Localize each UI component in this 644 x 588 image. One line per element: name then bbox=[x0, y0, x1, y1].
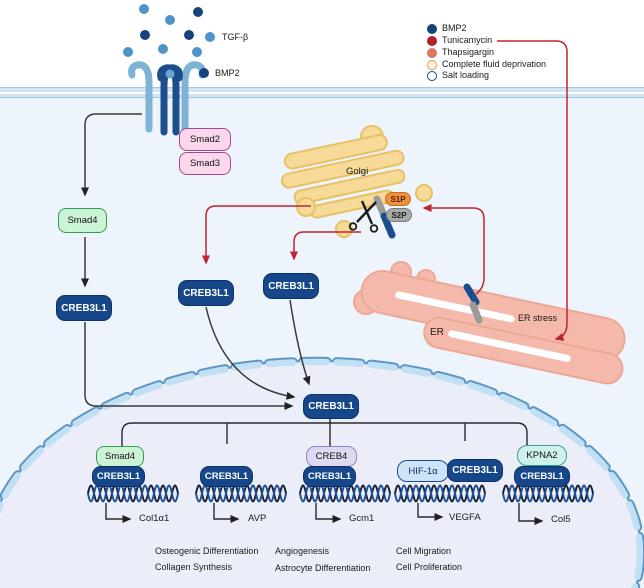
legend-dot-tunicamycin bbox=[427, 36, 437, 46]
legend-label-bmp2: BMP2 bbox=[442, 23, 467, 33]
creb3l1-box-nucleus-central: CREB3L1 bbox=[303, 394, 359, 419]
gene-label-avp: AVP bbox=[248, 513, 267, 524]
er-substrate-rod-gray bbox=[469, 301, 483, 324]
gene-label-gcm1: Gcm1 bbox=[349, 513, 375, 524]
tgfb-label: TGF-β bbox=[222, 32, 249, 42]
red-stress-arrows bbox=[202, 40, 568, 341]
scissors-icon bbox=[348, 200, 379, 233]
golgi-vesicle bbox=[415, 184, 433, 202]
creb3l1-box-cytoplasm-2: CREB3L1 bbox=[263, 273, 319, 299]
golgi-substrate-rod-gray bbox=[373, 195, 387, 217]
er-lumen-slits bbox=[395, 291, 571, 362]
complex3-creb3l1-box: CREB3L1 bbox=[303, 466, 356, 487]
gene-arrows bbox=[105, 503, 544, 525]
legend-label-fluid-deprivation: Complete fluid deprivation bbox=[442, 58, 547, 69]
ligand-dots bbox=[123, 4, 215, 78]
creb3l1-box-left: CREB3L1 bbox=[56, 295, 112, 321]
complex4-creb3l1-box: CREB3L1 bbox=[447, 459, 503, 482]
s1p-protease-badge: S1P bbox=[385, 192, 411, 206]
legend-dot-thapsigargin bbox=[427, 48, 437, 58]
smad3-box: Smad3 bbox=[179, 152, 231, 175]
membrane-inner-edge bbox=[0, 97, 644, 99]
bmp2-label-dot bbox=[199, 68, 209, 78]
bmp2-ligand-label: BMP2 bbox=[215, 68, 240, 78]
complex5-creb3l1-box: CREB3L1 bbox=[514, 466, 570, 487]
outcome-collagen: Collagen Synthesis bbox=[155, 562, 233, 572]
golgi-substrate-rod-navy bbox=[380, 212, 396, 239]
golgi-shape bbox=[280, 125, 433, 238]
black-signal-arrows bbox=[81, 113, 311, 410]
smad2-box: Smad2 bbox=[179, 128, 231, 151]
legend-dot-salt-loading bbox=[427, 71, 437, 81]
er-substrate-rod-navy bbox=[463, 283, 480, 306]
membrane-midline bbox=[0, 92, 644, 94]
creb3l1-box-cytoplasm-1: CREB3L1 bbox=[178, 280, 234, 306]
legend-label-thapsigargin: Thapsigargin bbox=[442, 47, 495, 57]
membrane-outer-edge bbox=[0, 86, 644, 88]
legend-label-salt-loading: Salt loading bbox=[442, 70, 490, 80]
bound-ligand bbox=[165, 69, 175, 79]
smad4-box: Smad4 bbox=[58, 208, 107, 233]
s2p-protease-badge: S2P bbox=[386, 208, 412, 222]
complex5-kpna2-box: KPNA2 bbox=[517, 445, 567, 466]
legend-label-tunicamycin: Tunicamycin bbox=[442, 35, 493, 45]
golgi-vesicle bbox=[335, 220, 353, 238]
complex3-creb4-box: CREB4 bbox=[306, 446, 357, 467]
outcome-proliferation: Cell Proliferation bbox=[396, 562, 463, 572]
outcome-osteogenic: Osteogenic Differentiation bbox=[155, 546, 259, 556]
golgi-label: Golgi bbox=[346, 166, 369, 177]
complex4-hif1a-box: HIF-1α bbox=[397, 460, 449, 482]
gene-label-col5: Col5 bbox=[551, 514, 571, 525]
complex1-smad4-box: Smad4 bbox=[96, 446, 144, 467]
outcome-angiogenesis: Angiogenesis bbox=[275, 546, 330, 556]
outcome-migration: Cell Migration bbox=[396, 546, 452, 556]
gene-label-vegfa: VEGFA bbox=[449, 512, 481, 523]
legend-dot-fluid-deprivation bbox=[427, 59, 437, 70]
target-gene-tree bbox=[121, 419, 528, 446]
tgfb-label-dot bbox=[205, 32, 215, 42]
outcome-astrocyte: Astrocyte Differentiation bbox=[275, 563, 371, 573]
legend-dot-bmp2 bbox=[427, 24, 437, 34]
er-stress-label: ER stress bbox=[518, 313, 558, 323]
complex2-creb3l1-box: CREB3L1 bbox=[200, 466, 253, 487]
gene-label-col1a1: Col1α1 bbox=[139, 513, 170, 524]
complex1-creb3l1-box: CREB3L1 bbox=[92, 466, 145, 487]
tgfb-bmp2-receptor-complex bbox=[128, 61, 206, 136]
er-label: ER bbox=[430, 327, 444, 338]
golgi-vesicle bbox=[296, 197, 316, 217]
